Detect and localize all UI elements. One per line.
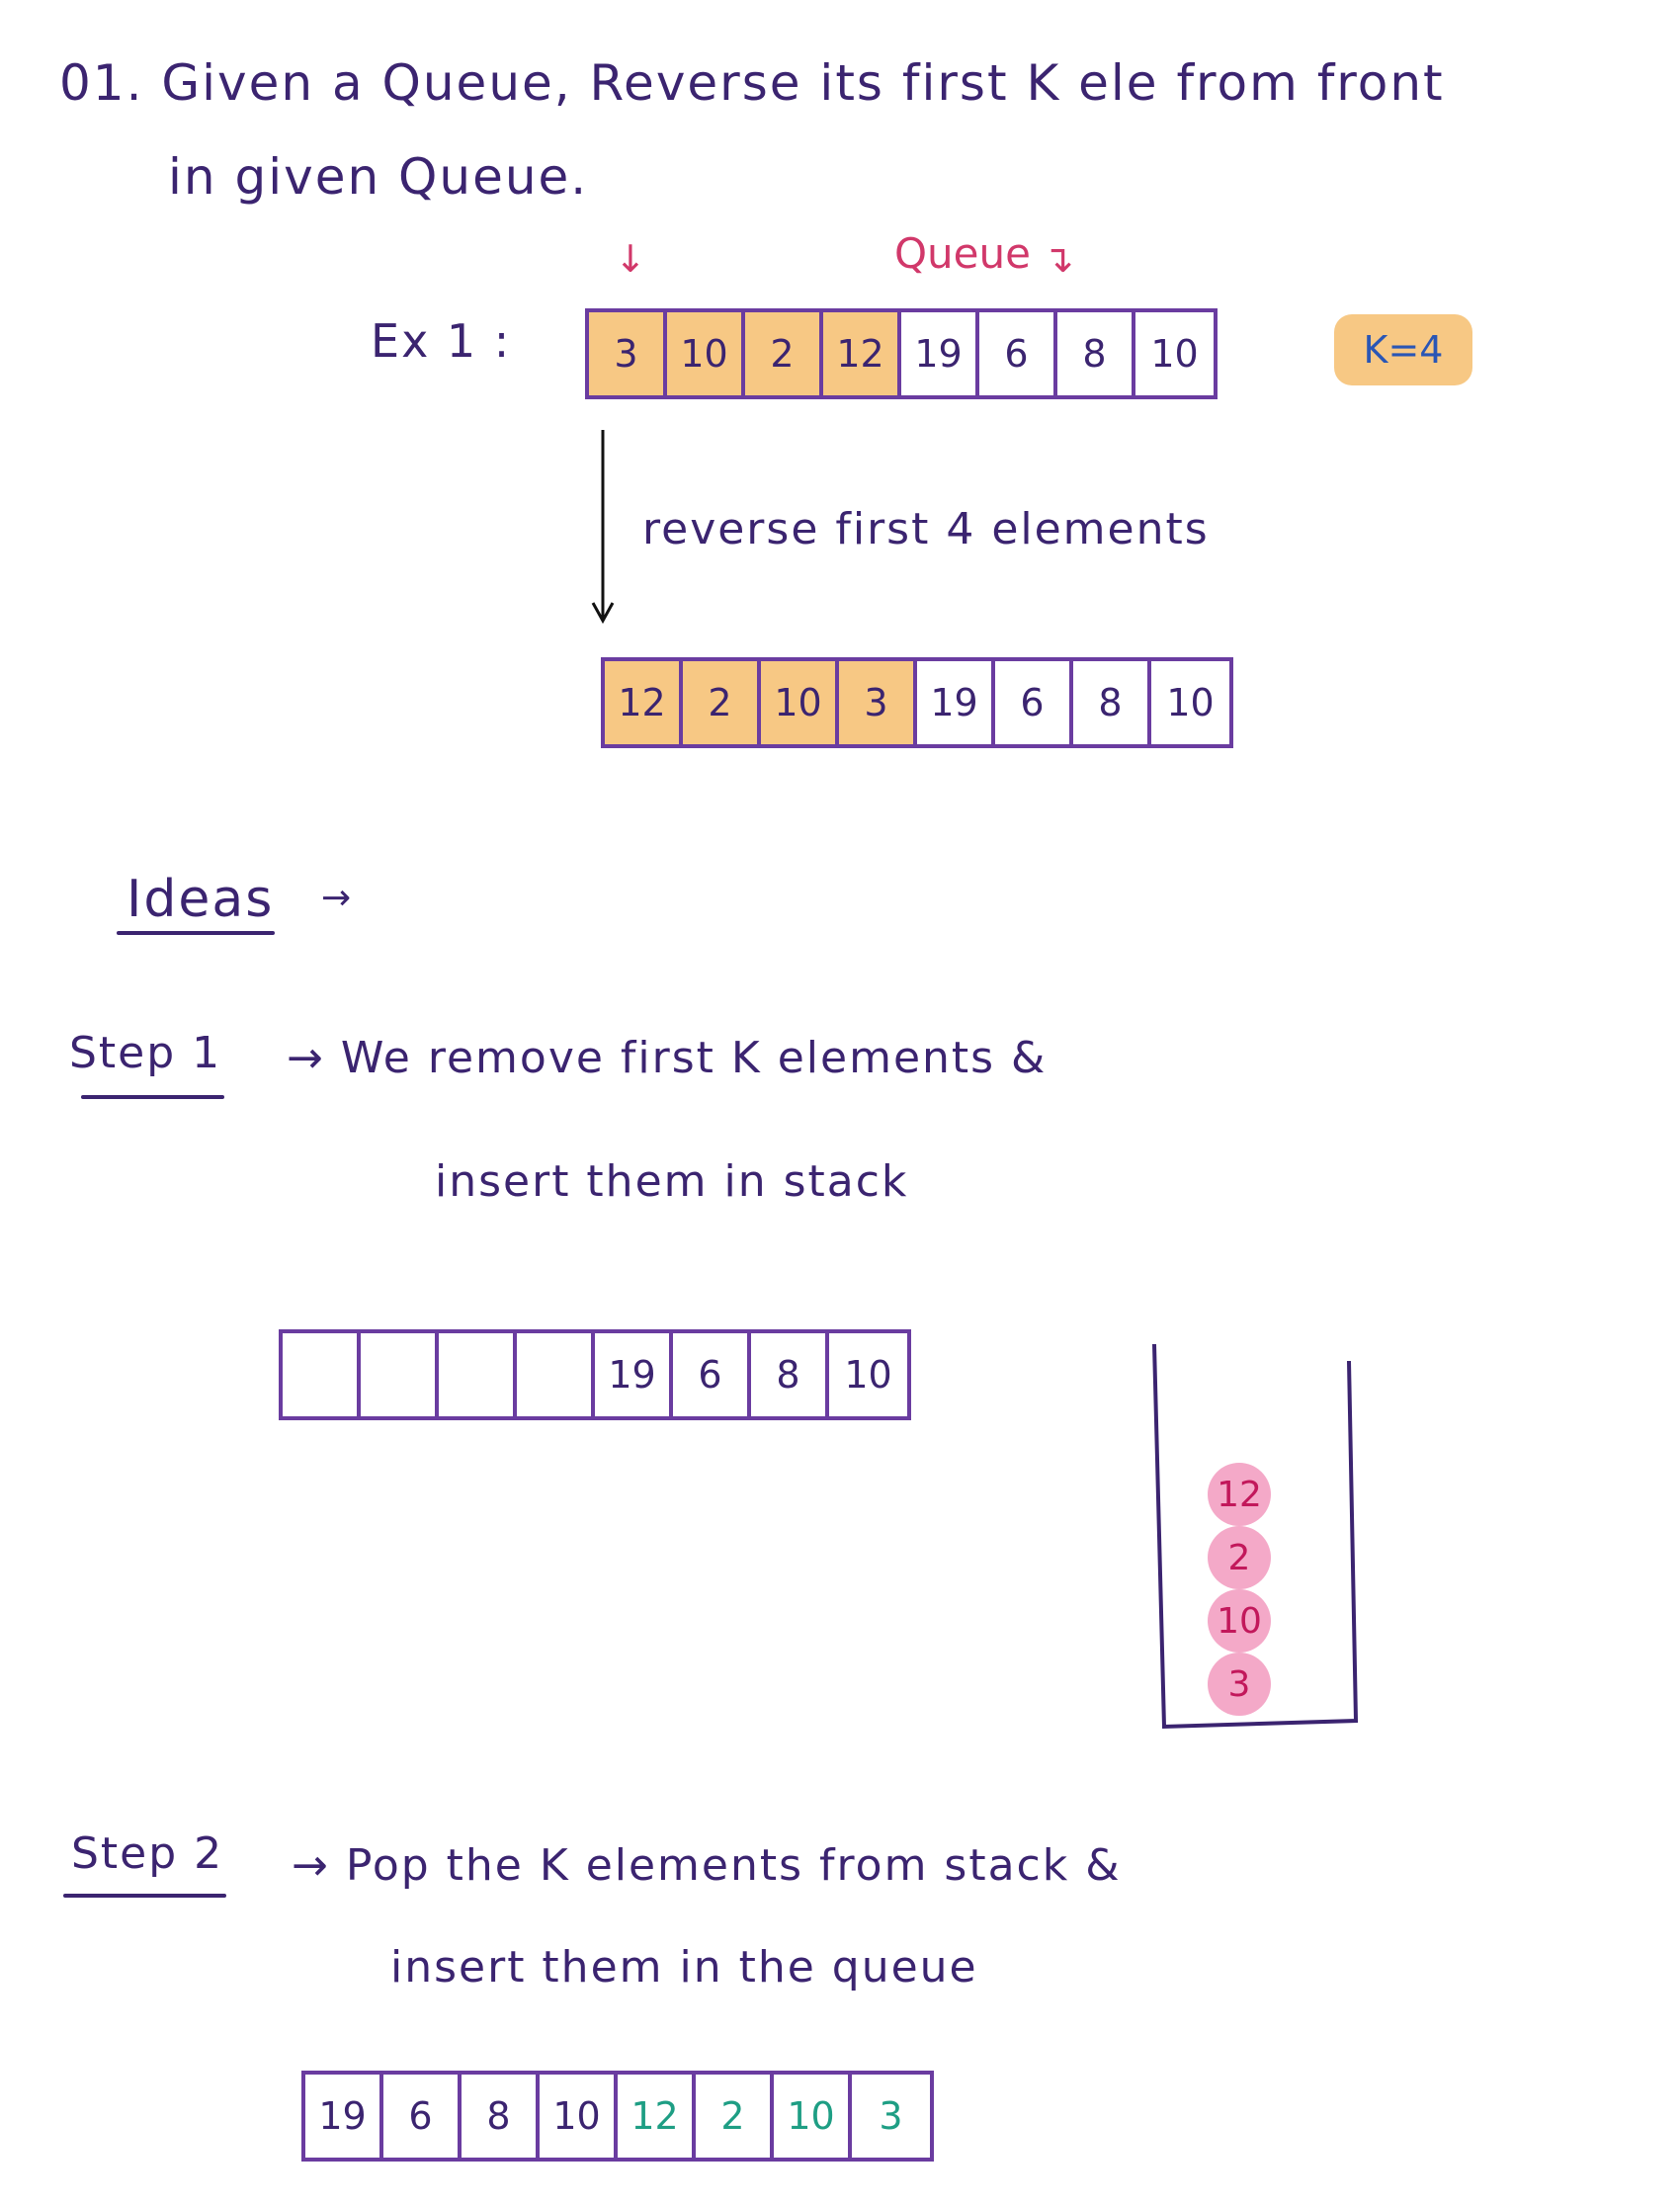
step2-underline — [63, 1894, 226, 1898]
queue-cell: 12 — [823, 312, 901, 395]
queue-cell: 10 — [774, 2075, 852, 2158]
k-value-badge: K=4 — [1334, 314, 1472, 385]
queue-cell: 10 — [761, 661, 839, 744]
step1-label: Step 1 — [69, 1028, 222, 1078]
queue-cell — [283, 1333, 361, 1416]
queue-cell: 8 — [1073, 661, 1151, 744]
queue-cell: 10 — [1150, 332, 1199, 376]
step1-line-1: → We remove first K elements & — [287, 1033, 1048, 1083]
queue-marker-icon: ↴ — [1043, 237, 1074, 281]
step2-label: Step 2 — [71, 1828, 224, 1879]
queue-cell: 19 — [305, 2075, 383, 2158]
queue-cell — [361, 1333, 439, 1416]
queue-cell: 2 — [745, 312, 823, 395]
ideas-arrow-icon: → — [321, 878, 354, 918]
queue-cell: 10 — [667, 312, 745, 395]
step1-line-2: insert them in stack — [435, 1156, 909, 1207]
ideas-underline — [117, 931, 275, 935]
queue-cell: 8 — [1057, 312, 1135, 395]
queue-cell: 2 — [683, 661, 761, 744]
queue-cell: 3 — [879, 2094, 903, 2138]
step1-underline — [81, 1095, 224, 1099]
queue-cell: 12 — [605, 661, 683, 744]
question-line-1: 01. Given a Queue, Reverse its first K e… — [59, 54, 1445, 112]
queue-cell — [439, 1333, 517, 1416]
question-line-2: in given Queue. — [168, 148, 589, 206]
queue-cell: 3 — [589, 312, 667, 395]
queue-label: Queue — [894, 229, 1031, 278]
queue-cell — [517, 1333, 595, 1416]
queue-cell: 19 — [901, 312, 979, 395]
example-label: Ex 1 : — [371, 314, 512, 368]
stack-item: 3 — [1208, 1653, 1271, 1716]
front-marker-icon: ↓ — [615, 237, 646, 281]
queue-cell: 6 — [995, 661, 1073, 744]
queue-cell: 12 — [618, 2075, 696, 2158]
down-arrow-icon — [591, 430, 615, 625]
ideas-heading: Ideas — [126, 870, 275, 929]
stack-item: 12 — [1208, 1463, 1271, 1526]
queue-cell: 6 — [673, 1333, 751, 1416]
step2-line-2: insert them in the queue — [390, 1942, 978, 1993]
queue-cell: 6 — [979, 312, 1057, 395]
stack-item: 10 — [1208, 1589, 1271, 1653]
queue-cell: 19 — [595, 1333, 673, 1416]
step2-line-1: → Pop the K elements from stack & — [292, 1840, 1122, 1891]
queue-cell: 3 — [839, 661, 917, 744]
reverse-caption: reverse first 4 elements — [642, 504, 1210, 554]
stack-item: 2 — [1208, 1526, 1271, 1589]
queue-cell: 10 — [1166, 681, 1215, 724]
queue-cell: 6 — [383, 2075, 462, 2158]
stack-container — [1152, 1343, 1359, 1730]
queue-cell: 19 — [917, 661, 995, 744]
queue-cell: 8 — [751, 1333, 829, 1416]
queue-cell: 2 — [696, 2075, 774, 2158]
queue-cell: 10 — [844, 1353, 892, 1397]
queue-cell: 10 — [540, 2075, 618, 2158]
queue-cell: 8 — [462, 2075, 540, 2158]
